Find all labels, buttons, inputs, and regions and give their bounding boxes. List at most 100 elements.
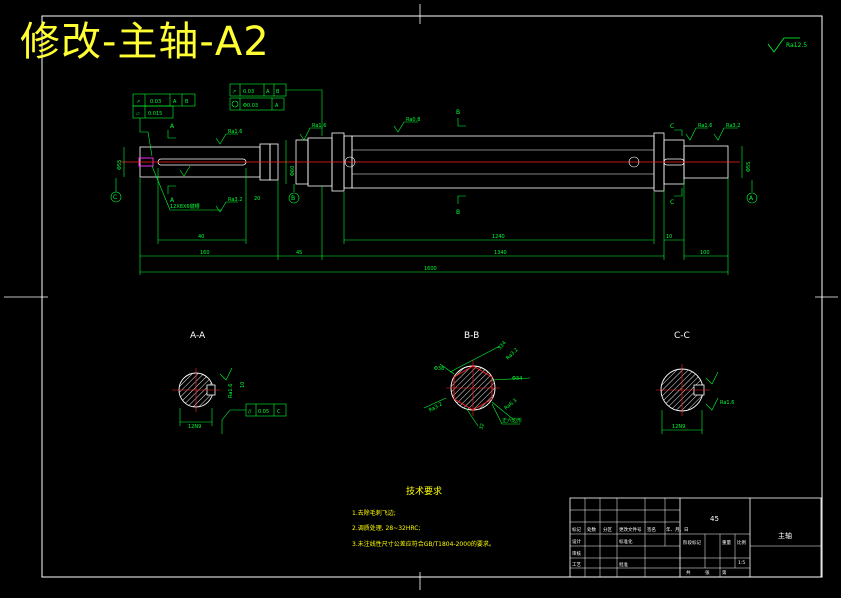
keyway-note-text: 12X8X6键槽 — [170, 203, 200, 210]
datum-b: B — [291, 195, 295, 202]
section-a-depth: 10 — [240, 382, 246, 388]
cut-a-bottom: A — [170, 197, 175, 204]
tol-coax-value: Φ0.03 — [243, 103, 258, 109]
tol-left-ref2: B — [185, 99, 189, 105]
tb-part-name: 主轴 — [778, 531, 792, 540]
dim-c: 10 — [666, 234, 672, 240]
tb-total: 共 — [686, 569, 691, 576]
tb-weight: 重量 — [722, 539, 731, 546]
dim-d-right: Φ55 — [746, 162, 752, 172]
dim-right: 100 — [700, 250, 710, 256]
dim-mid: 1240 — [492, 234, 505, 240]
requirements-heading: 技术要求 — [406, 487, 443, 497]
datum-c: C — [113, 194, 117, 201]
section-c: C-C 12N9 Ra1.6 — [656, 331, 734, 434]
roughness-2: Ra3.2 — [215, 197, 242, 213]
roughness-text-4: Ra0.8 — [406, 117, 420, 123]
tol-top-value: 0.03 — [243, 89, 254, 95]
global-roughness: Ra12.5 — [767, 37, 807, 53]
shaft-roughness: Ra1.6 Ra3.2 Ra1.6 Ra0.8 Ra1.6 Ra3.2 — [179, 117, 740, 213]
requirement-item-2: 2.调质处理, 28~32HRC; — [352, 525, 421, 532]
section-a-tol-symbol: // — [248, 409, 252, 415]
roughness-text-1: Ra1.6 — [228, 129, 242, 135]
roughness-6: Ra3.2 — [713, 123, 740, 141]
roughness-7 — [179, 165, 191, 177]
dim-left: 160 — [200, 250, 210, 256]
tol-left-ref: A — [173, 99, 177, 105]
tb-sheet: 张 — [705, 569, 710, 576]
section-b-dim-1: S34 — [497, 340, 508, 351]
flatness-symbol: ▱ — [136, 111, 140, 117]
dim-b: 20 — [254, 196, 260, 202]
sheet-frame — [4, 4, 838, 590]
requirement-item-3: 3.未注线性尺寸公差应符合GB/T1804-2000的要求。 — [352, 541, 495, 548]
section-b-dim-6: 32 — [478, 423, 486, 431]
datum-a: A — [749, 195, 754, 202]
roughness-text-5: Ra1.6 — [698, 123, 712, 129]
requirement-item-1: 1.去除毛刺飞边; — [352, 510, 396, 517]
section-a-title: A-A — [190, 331, 206, 341]
roughness-5: Ra1.6 — [685, 123, 712, 141]
section-b-dim-2: Ra3.2 — [505, 347, 519, 361]
section-b-dim-7: Ra6.3 — [503, 398, 518, 412]
dim-d-left: Φ55 — [117, 160, 123, 170]
title-block: 标记 处数 分区 更改文件号 签名 年、月、日 设计 标准化 审核 工艺 批准 … — [569, 497, 822, 578]
global-roughness-text: Ra12.5 — [786, 42, 807, 49]
tb-design: 设计 — [572, 538, 581, 545]
dim-total: 1600 — [424, 266, 437, 272]
tolerance-frames: ↗ 0.03 A B ▱ 0.015 ↗ 0.03 A B Φ0.03 A — [132, 83, 323, 157]
cut-c-bottom: C — [670, 199, 674, 206]
tb-doc: 更改文件号 — [619, 526, 642, 533]
datum-markers: C B A A A B B C C — [110, 109, 758, 216]
section-a-tol-value: 0.05 — [258, 409, 269, 415]
cut-a-top: A — [170, 123, 175, 130]
cut-c-top: C — [670, 123, 674, 130]
roughness-3: Ra1.6 — [299, 123, 326, 141]
dim-body: 1340 — [494, 250, 507, 256]
cut-b-bottom: B — [456, 209, 460, 216]
section-c-dim: 12N9 — [672, 424, 685, 430]
tb-review: 审核 — [572, 550, 581, 557]
section-a-rough: Ra1.6 — [228, 384, 234, 398]
tb-date: 年、月、日 — [666, 526, 689, 533]
tol-left-value: 0.03 — [150, 99, 161, 105]
tb-approve: 批准 — [619, 561, 628, 568]
cut-b-top: B — [456, 109, 460, 116]
roughness-text-2: Ra3.2 — [228, 197, 242, 203]
tol-flatness-value: 0.015 — [148, 111, 162, 117]
section-a: A-A 12N9 Ra1.6 10 // 0.05 C — [172, 331, 287, 434]
tol-top-ref: A — [266, 89, 270, 95]
tb-mark: 标记 — [572, 526, 581, 533]
tb-craft: 工艺 — [572, 562, 581, 568]
drawing-title: 修改-主轴-A2 — [20, 19, 270, 65]
section-b: B-B S34 Ra3.2 Φ34 Φ38 Ra3.2 32 Ra6.3 正六边… — [423, 331, 531, 431]
section-b-note: 正六边形 — [502, 417, 522, 424]
roughness-text-6: Ra3.2 — [726, 123, 740, 129]
section-a-dim: 12N9 — [188, 424, 201, 430]
dim-a: 45 — [296, 250, 302, 256]
tb-material: 45 — [710, 515, 719, 523]
section-b-dim-5: Ra3.2 — [428, 401, 443, 413]
tb-std: 标准化 — [619, 538, 633, 545]
tb-ratio: 比例 — [737, 539, 746, 546]
section-b-dim-3: Φ34 — [512, 376, 522, 382]
roughness-4: Ra0.8 — [393, 117, 420, 133]
tb-stage: 阶段标记 — [683, 539, 701, 546]
section-c-rough: Ra1.6 — [720, 400, 734, 406]
tol-top-ref2: B — [276, 89, 280, 95]
roughness-text-3: Ra1.6 — [312, 123, 326, 129]
tb-count: 处数 — [587, 526, 596, 533]
section-a-tol-ref: C — [277, 409, 281, 415]
tb-scale: 1:5 — [738, 560, 745, 566]
runout-symbol: ↗ — [136, 99, 140, 105]
section-c-title: C-C — [674, 331, 690, 341]
runout-top-symbol: ↗ — [232, 89, 236, 95]
dim-d-mid: Φ60 — [290, 166, 296, 176]
keyway-note: 12X8X6键槽 — [151, 165, 222, 211]
section-b-dim-4: Φ38 — [434, 366, 444, 372]
tol-coax-ref: A — [275, 103, 279, 109]
tb-sign: 签名 — [647, 526, 656, 533]
tb-page: 第 — [722, 569, 727, 576]
